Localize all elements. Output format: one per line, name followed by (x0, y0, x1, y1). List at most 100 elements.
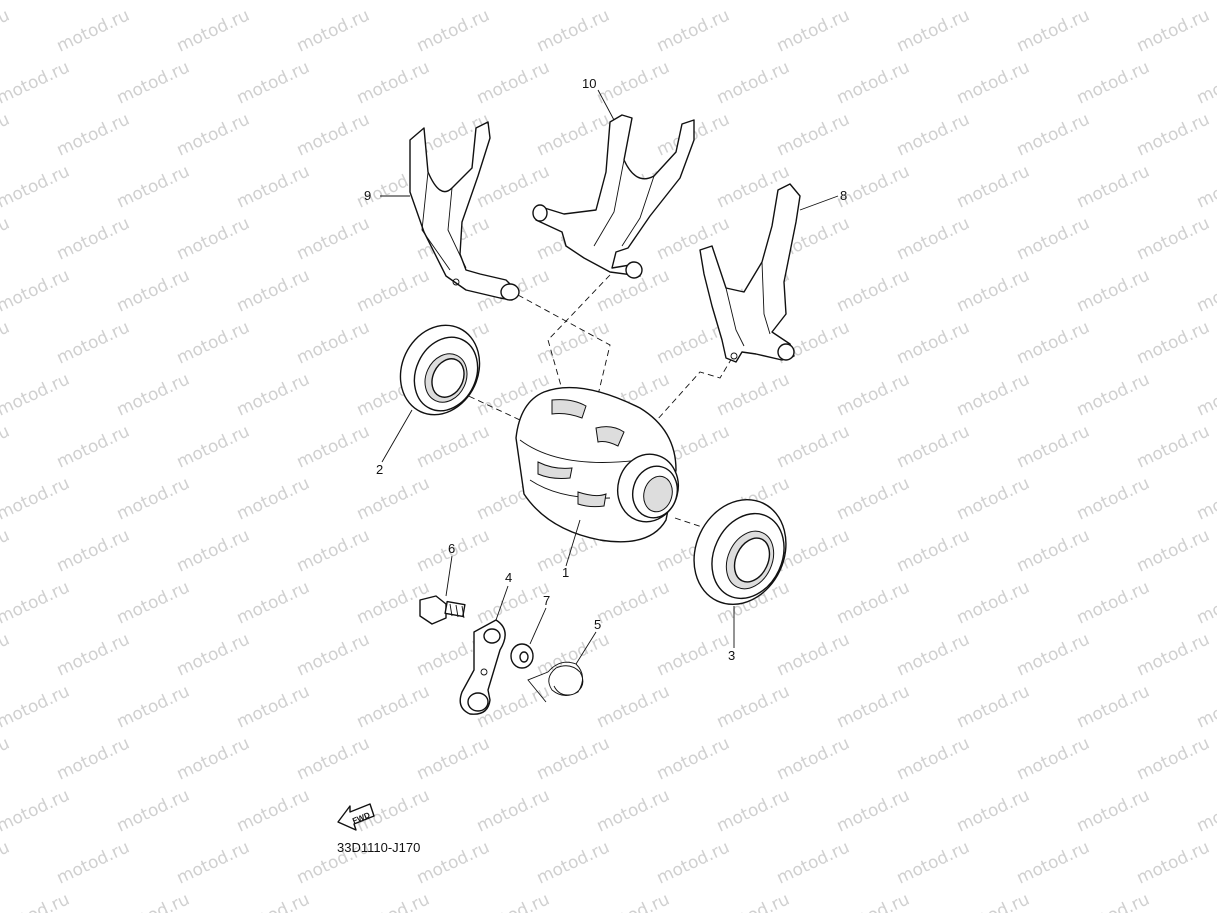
watermark-text: motod.ru (54, 421, 133, 472)
watermark-text: motod.ru (234, 681, 313, 732)
callout-4: 4 (505, 570, 512, 585)
watermark-text: motod.ru (1074, 577, 1153, 628)
watermark-text: motod.ru (1074, 265, 1153, 316)
part-5-spring[interactable] (527, 661, 584, 703)
watermark-text: motod.ru (594, 889, 673, 913)
watermark-text: motod.ru (474, 57, 553, 108)
watermark-text: motod.ru (894, 837, 973, 888)
watermark-text: motod.ru (474, 577, 553, 628)
watermark-text: motod.ru (414, 837, 493, 888)
part-3-bearing[interactable] (677, 484, 802, 619)
watermark-text: motod.ru (354, 57, 433, 108)
watermark-text: motod.ru (1074, 57, 1153, 108)
part-2-bearing[interactable] (386, 312, 494, 427)
watermark-text: motod.ru (0, 109, 13, 160)
watermark-text: motod.ru (114, 161, 193, 212)
watermark-text: motod.ru (54, 213, 133, 264)
watermark-text: motod.ru (0, 421, 13, 472)
watermark-text: motod.ru (0, 629, 13, 680)
watermark-text: motod.ru (114, 681, 193, 732)
watermark-text: motod.ru (534, 733, 613, 784)
watermark-text: motod.ru (354, 473, 433, 524)
watermark-text: motod.ru (0, 577, 73, 628)
watermark-text: motod.ru (54, 733, 133, 784)
watermark-text: motod.ru (1134, 5, 1213, 56)
watermark-text: motod.ru (834, 889, 913, 913)
watermark-text: motod.ru (114, 0, 193, 5)
watermark-text: motod.ru (1074, 369, 1153, 420)
watermark-text: motod.ru (114, 785, 193, 836)
watermark-text: motod.ru (114, 57, 193, 108)
watermark-text: motod.ru (594, 785, 673, 836)
watermark-text: motod.ru (0, 265, 73, 316)
part-10-shift-fork[interactable] (532, 114, 695, 279)
watermark-text: motod.ru (294, 525, 373, 576)
watermark-text: motod.ru (54, 629, 133, 680)
watermark-text: motod.ru (1014, 5, 1093, 56)
watermark-text: motod.ru (54, 317, 133, 368)
watermark-text: motod.ru (354, 265, 433, 316)
watermark-text: motod.ru (0, 5, 13, 56)
watermark-text: motod.ru (714, 0, 793, 5)
watermark-text: motod.ru (894, 421, 973, 472)
watermark-text: motod.ru (414, 421, 493, 472)
watermark-text: motod.ru (1074, 0, 1153, 5)
watermark-text: motod.ru (234, 473, 313, 524)
watermark-text: motod.ru (1014, 837, 1093, 888)
watermark-text: motod.ru (954, 0, 1033, 5)
watermark-text: motod.ru (234, 0, 313, 5)
part-8-shift-fork[interactable] (699, 183, 801, 363)
watermark-text: motod.ru (654, 733, 733, 784)
watermark-text: motod.ru (774, 5, 853, 56)
watermark-text: motod.ru (594, 681, 673, 732)
part-4-stopper-lever[interactable] (459, 619, 506, 715)
part-1-shift-drum[interactable] (515, 386, 686, 543)
watermark-text: motod.ru (834, 577, 913, 628)
watermark-text: motod.ru (894, 629, 973, 680)
watermark-text: motod.ru (1074, 161, 1153, 212)
watermark-text: motod.ru (174, 5, 253, 56)
watermark-text: motod.ru (0, 889, 73, 913)
watermark-text: motod.ru (1014, 421, 1093, 472)
watermark-text: motod.ru (1074, 473, 1153, 524)
watermark-text: motod.ru (1134, 629, 1213, 680)
watermark-text: motod.ru (894, 317, 973, 368)
watermark-text: motod.ru (1134, 317, 1213, 368)
watermark-text: motod.ru (534, 5, 613, 56)
watermark-text: motod.ru (474, 889, 553, 913)
guide-lines (459, 274, 733, 529)
watermark-text: motod.ru (1194, 473, 1217, 524)
watermark-text: motod.ru (894, 109, 973, 160)
watermark-text: motod.ru (1134, 421, 1213, 472)
watermark-text: motod.ru (174, 317, 253, 368)
part-6-bolt[interactable] (419, 595, 466, 625)
watermark-text: motod.ru (954, 369, 1033, 420)
watermark-text: motod.ru (0, 837, 13, 888)
watermark-text: motod.ru (654, 213, 733, 264)
watermark-text: motod.ru (294, 317, 373, 368)
watermark-text: motod.ru (174, 109, 253, 160)
watermark-text: motod.ru (294, 629, 373, 680)
part-9-shift-fork[interactable] (409, 121, 520, 301)
watermark-text: motod.ru (774, 421, 853, 472)
watermark-text: motod.ru (354, 0, 433, 5)
watermark-text: motod.ru (954, 681, 1033, 732)
watermark-text: motod.ru (294, 5, 373, 56)
watermark-text: motod.ru (414, 733, 493, 784)
watermark-text: motod.ru (1194, 681, 1217, 732)
watermark-text: motod.ru (714, 889, 793, 913)
watermark-text: motod.ru (174, 837, 253, 888)
watermark-text: motod.ru (774, 733, 853, 784)
watermark-text: motod.ru (1014, 629, 1093, 680)
watermark-text: motod.ru (114, 265, 193, 316)
watermark-text: motod.ru (714, 681, 793, 732)
watermark-text: motod.ru (594, 57, 673, 108)
part-7-washer[interactable] (510, 643, 534, 669)
watermark-text: motod.ru (1194, 57, 1217, 108)
watermark-text: motod.ru (534, 837, 613, 888)
watermark-text: motod.ru (534, 109, 613, 160)
watermark-text: motod.ru (0, 681, 73, 732)
watermark-text: motod.ru (1014, 213, 1093, 264)
watermark-text: motod.ru (1014, 109, 1093, 160)
